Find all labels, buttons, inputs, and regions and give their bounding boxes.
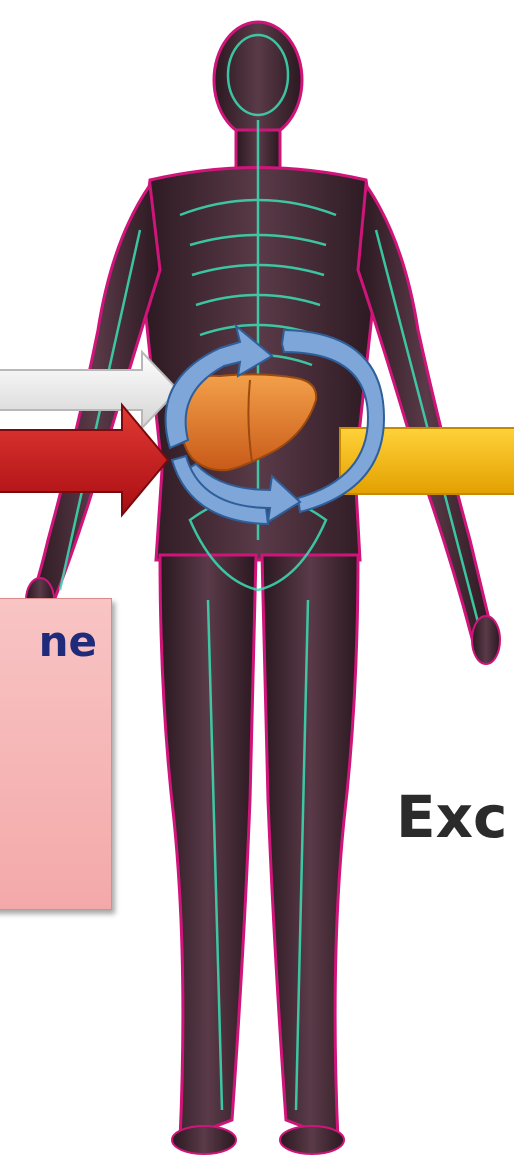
left-label-text: ne xyxy=(39,621,97,663)
left-label-box: ne xyxy=(0,598,112,910)
right-label-text: Exc xyxy=(396,788,507,846)
